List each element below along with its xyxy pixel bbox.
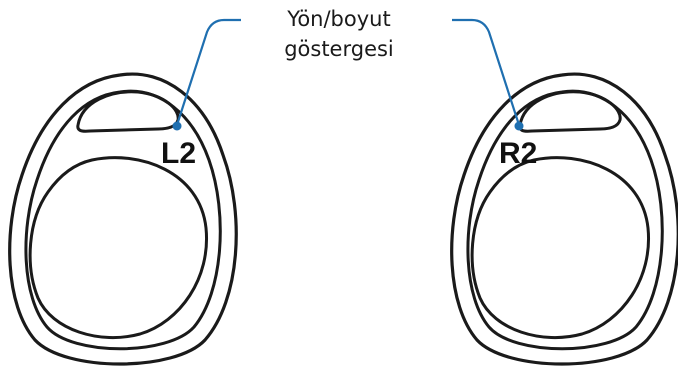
callout-dot-right <box>514 121 524 131</box>
callout-line-left <box>175 18 241 126</box>
ear-tip-left <box>8 72 238 366</box>
ear-tip-right-body <box>470 156 651 340</box>
left-indicator-label: L2 <box>161 137 196 170</box>
right-indicator-label: R2 <box>499 137 537 170</box>
callout-label-line2: göstergesi <box>284 37 394 61</box>
ear-tip-right-slot <box>518 90 622 133</box>
ear-tip-right <box>450 72 678 366</box>
ear-tip-left-inner-ring <box>24 89 222 351</box>
ear-tip-right-inner-ring <box>466 89 664 351</box>
ear-tip-right-outer <box>450 72 678 366</box>
callout-dot-left <box>172 121 182 131</box>
callout-label-line1: Yön/boyut <box>287 7 391 31</box>
ear-tip-left-outer <box>8 72 238 366</box>
callout-label: Yön/boyut göstergesi <box>254 4 424 64</box>
ear-tip-left-slot <box>76 90 180 133</box>
ear-tip-left-body <box>28 156 209 340</box>
callout-line-right <box>452 18 521 126</box>
